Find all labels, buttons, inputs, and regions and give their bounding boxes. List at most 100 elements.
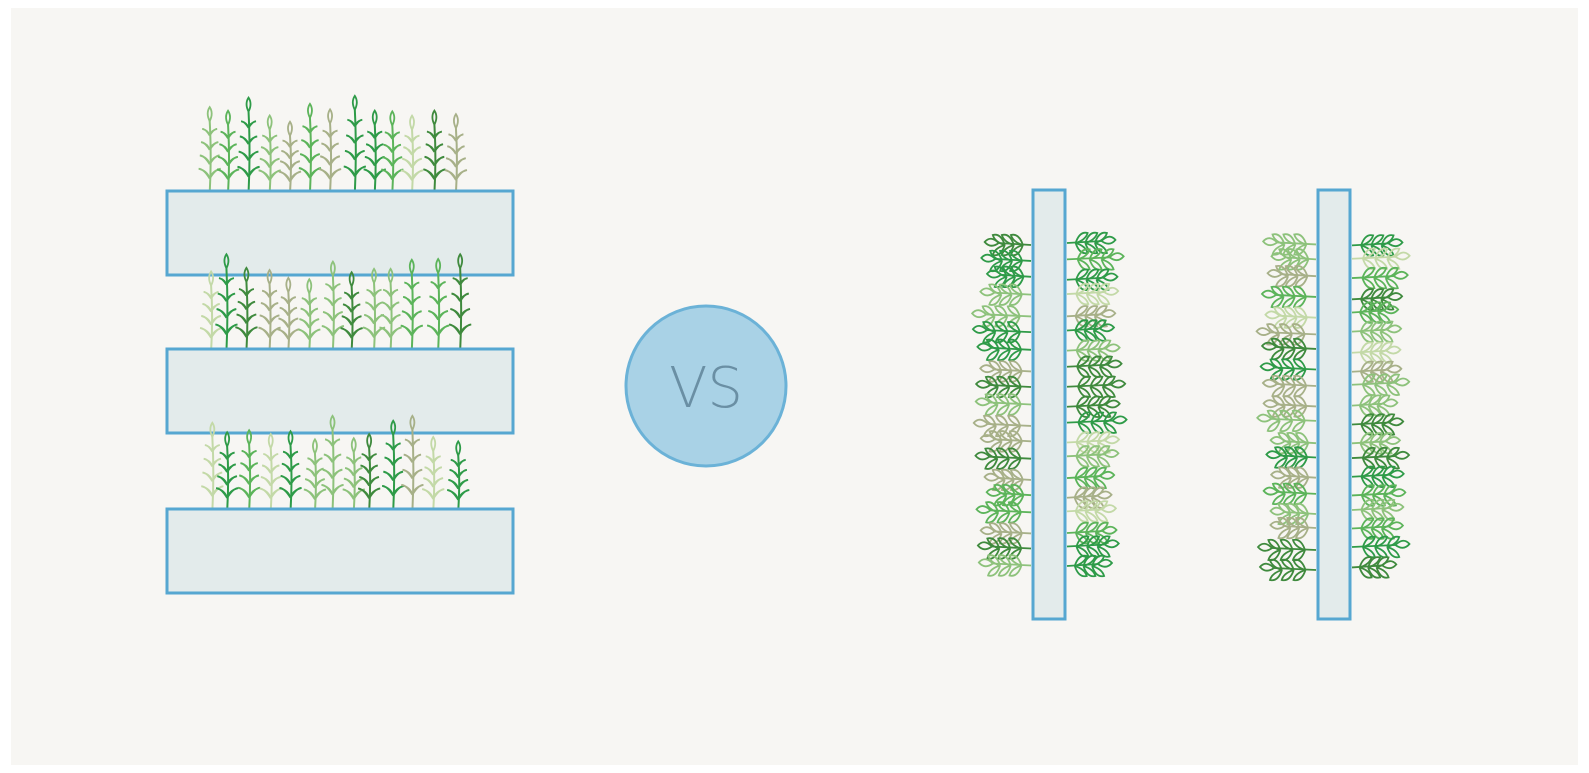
plant-cluster (1352, 537, 1409, 558)
plant-leaf (345, 468, 354, 476)
plant-cluster (976, 394, 1031, 415)
plant-leaf (237, 315, 247, 324)
plant-leaf (260, 488, 271, 498)
plant-leaf (277, 329, 288, 339)
plant-cluster (1067, 446, 1118, 467)
plant-leaf (279, 319, 289, 328)
plant-leaf (425, 467, 434, 475)
plant-leaf (262, 465, 271, 473)
plant-leaf (454, 114, 458, 128)
plant-leaf (1377, 567, 1389, 577)
plant-leaf (1273, 494, 1285, 504)
plant-leaf (402, 159, 412, 168)
plant (358, 434, 380, 511)
plant-leaf (1387, 385, 1399, 395)
plant-leaf (427, 326, 438, 336)
plant-leaf (405, 439, 412, 446)
plant-leaf (241, 463, 250, 471)
plant-leaf (1257, 328, 1271, 335)
plant-leaf (1090, 259, 1102, 269)
planter-tier (167, 509, 513, 593)
plant-leaf (1009, 404, 1021, 414)
plant-leaf (430, 296, 439, 304)
plant-leaf (381, 315, 391, 324)
plant-leaf (341, 328, 352, 338)
plant (343, 438, 365, 511)
plant-leaf (1294, 494, 1306, 504)
plant-leaf (239, 289, 246, 296)
plant-leaf (1104, 423, 1116, 433)
plant-stem (412, 274, 413, 351)
plant-leaf (345, 151, 355, 160)
plant-stem (226, 268, 227, 351)
plant-leaf (300, 154, 310, 163)
plant-leaf (385, 458, 394, 466)
plant-leaf (1100, 367, 1112, 377)
plant-leaf (1268, 550, 1280, 560)
plant-leaf (219, 278, 226, 285)
plant-cluster (1264, 396, 1316, 417)
plant (298, 279, 320, 351)
plant-cluster (1270, 518, 1316, 539)
plant-leaf (1279, 259, 1291, 269)
plant-leaf (445, 170, 456, 180)
plant-leaf (1271, 471, 1285, 478)
plant-leaf (263, 454, 270, 461)
plant-leaf (972, 310, 986, 317)
plant (447, 441, 469, 511)
plant-leaf (202, 129, 209, 136)
plant-leaf (217, 169, 228, 179)
plant-leaf (261, 147, 270, 155)
planter-tier (167, 191, 513, 275)
plant (319, 109, 341, 193)
plant-leaf (382, 302, 391, 310)
plant-leaf (449, 134, 456, 141)
plant-leaf (242, 451, 249, 458)
plant (238, 98, 260, 193)
plant-leaf (1375, 547, 1387, 557)
plant-leaf (346, 135, 355, 143)
plant (199, 107, 221, 193)
plant-leaf (281, 297, 288, 304)
plant-leaf (1294, 386, 1306, 396)
plant-leaf (985, 459, 997, 469)
plant-leaf (203, 304, 212, 312)
plant-leaf (261, 477, 271, 486)
plant-leaf (269, 434, 273, 448)
vertical-tower-planters (972, 190, 1410, 619)
plant-leaf (1284, 494, 1296, 504)
plant-leaf (1294, 297, 1306, 307)
plant-leaf (240, 136, 249, 144)
plant (279, 122, 301, 193)
plant-leaf (221, 132, 228, 139)
plant-cluster (1067, 320, 1114, 341)
plant-leaf (367, 132, 374, 139)
plant-leaf (1078, 259, 1090, 269)
plant-leaf (324, 455, 333, 463)
plant (341, 272, 363, 351)
planter-tower (1033, 190, 1065, 619)
plant (364, 111, 386, 193)
plant-leaf (199, 169, 210, 179)
plant (344, 96, 366, 193)
plant-leaf (262, 291, 269, 298)
plant-leaf (308, 458, 315, 465)
plant-leaf (299, 168, 310, 178)
plant-leaf (403, 147, 412, 155)
plant-leaf (450, 309, 460, 318)
plant-leaf (1078, 423, 1090, 433)
plant-leaf (1009, 459, 1021, 469)
plant-leaf (405, 136, 412, 143)
plant (299, 104, 321, 193)
plant (217, 111, 239, 193)
plant-leaf (281, 476, 291, 485)
plant-leaf (204, 292, 211, 299)
plant-leaf (403, 297, 412, 305)
plant-leaf (428, 311, 438, 320)
plant-leaf (449, 325, 460, 335)
plant-leaf (1009, 566, 1021, 576)
plant-cluster (1258, 540, 1316, 561)
plant (260, 434, 282, 511)
plant-leaf (404, 283, 411, 290)
